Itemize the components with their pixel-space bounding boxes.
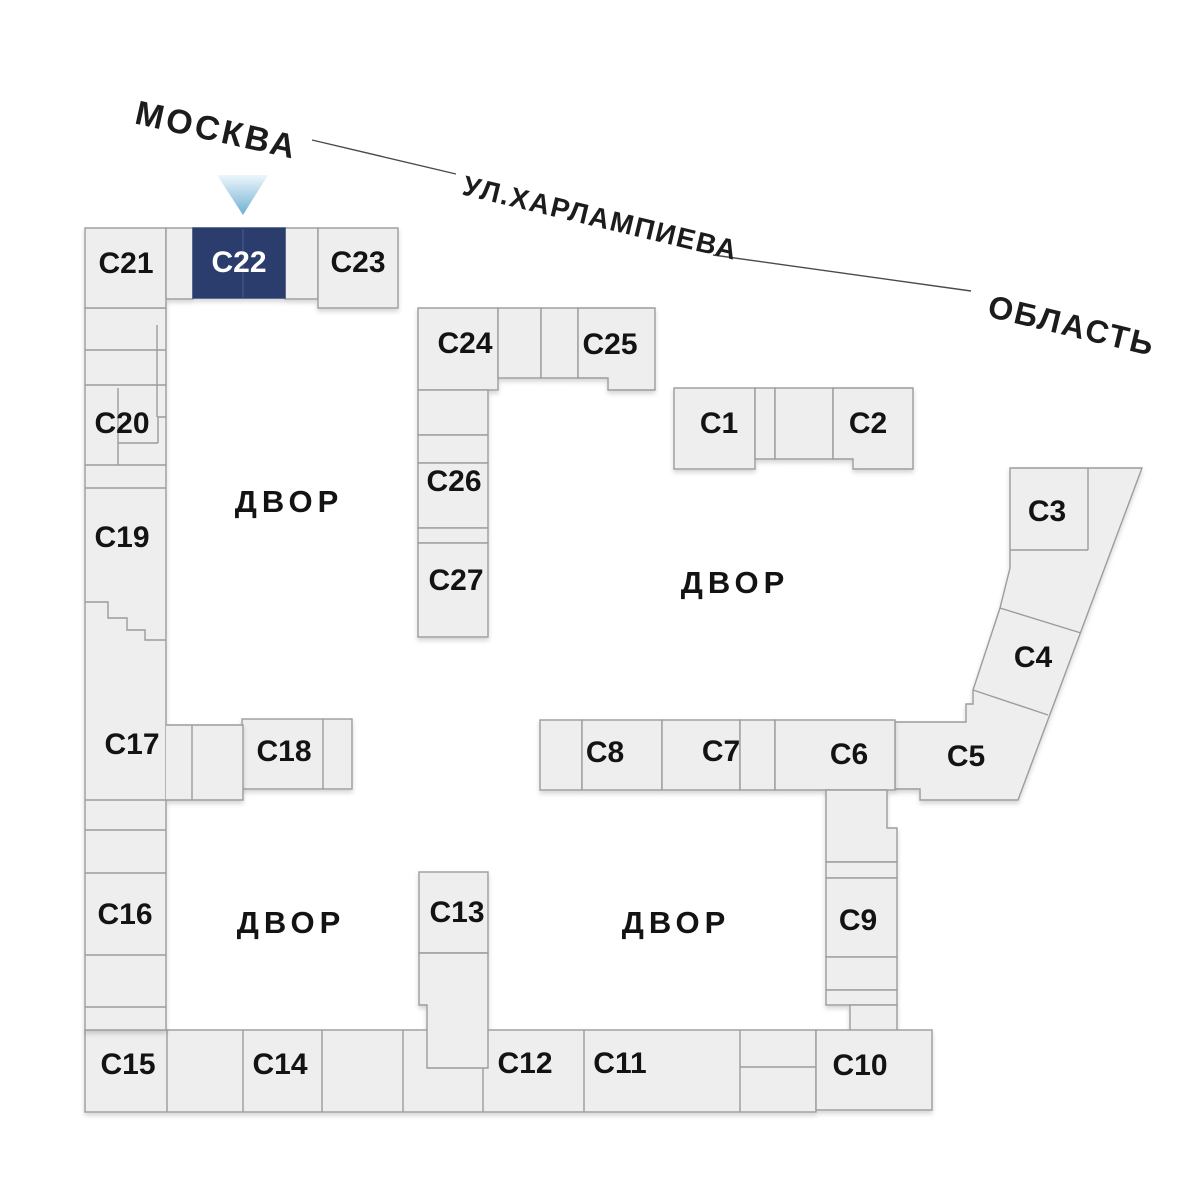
street-line-east: [712, 254, 972, 292]
c24-column-segment: [417, 527, 489, 544]
building-middle-row: [539, 719, 896, 791]
c24-column-segment: [417, 434, 489, 464]
c24-row-segment: [497, 307, 542, 379]
building-c24-complex: [417, 307, 656, 638]
building-west: [84, 227, 399, 1031]
street-lines: [311, 139, 972, 292]
c9-column-segment: [825, 789, 898, 863]
block-c6[interactable]: [774, 719, 896, 791]
top-band-segment: [165, 227, 194, 300]
building-east-strip: [894, 467, 1144, 801]
block-c2[interactable]: [832, 387, 914, 470]
block-c3[interactable]: [1010, 468, 1088, 550]
c9-column-segment: [825, 989, 898, 1006]
block-c22-highlighted[interactable]: [192, 227, 286, 299]
block-c21[interactable]: [84, 227, 167, 309]
block-c7[interactable]: [661, 719, 741, 791]
east-strip-outline: [894, 467, 1144, 801]
location-marker-icon: [217, 175, 268, 215]
c9-column-segment: [825, 861, 898, 879]
stair-step-edge: [85, 601, 166, 641]
block-c9[interactable]: [825, 877, 898, 958]
c24-row-segment: [540, 307, 579, 379]
block-c18[interactable]: [241, 718, 353, 790]
block-c1[interactable]: [673, 387, 756, 470]
building-c18: [241, 718, 353, 790]
c1-c2-segment: [774, 387, 834, 460]
street-line-west: [311, 139, 457, 175]
building-bottom-row: [84, 871, 933, 1113]
c24-column-segment: [417, 389, 489, 436]
c9-column-segment: [825, 956, 898, 991]
block-c25[interactable]: [577, 307, 656, 391]
c9-column-segment: [849, 1004, 898, 1035]
c17-extension: [166, 724, 244, 801]
building-c1-c2: [673, 387, 914, 470]
block-c27[interactable]: [417, 542, 489, 638]
c1-c2-segment: [754, 387, 776, 460]
block-c23[interactable]: [317, 227, 399, 309]
block-c26[interactable]: [417, 462, 489, 529]
block-c24[interactable]: [417, 307, 499, 391]
middle-row-segment: [539, 719, 583, 791]
west-column: [84, 307, 167, 1031]
top-band-segment: [284, 227, 319, 300]
block-c10[interactable]: [815, 1029, 933, 1111]
middle-row-segment: [739, 719, 776, 791]
block-c13[interactable]: [418, 871, 489, 954]
building-c9-column: [825, 789, 898, 1035]
c13-column-segment: [418, 952, 489, 1069]
block-c8[interactable]: [581, 719, 663, 791]
